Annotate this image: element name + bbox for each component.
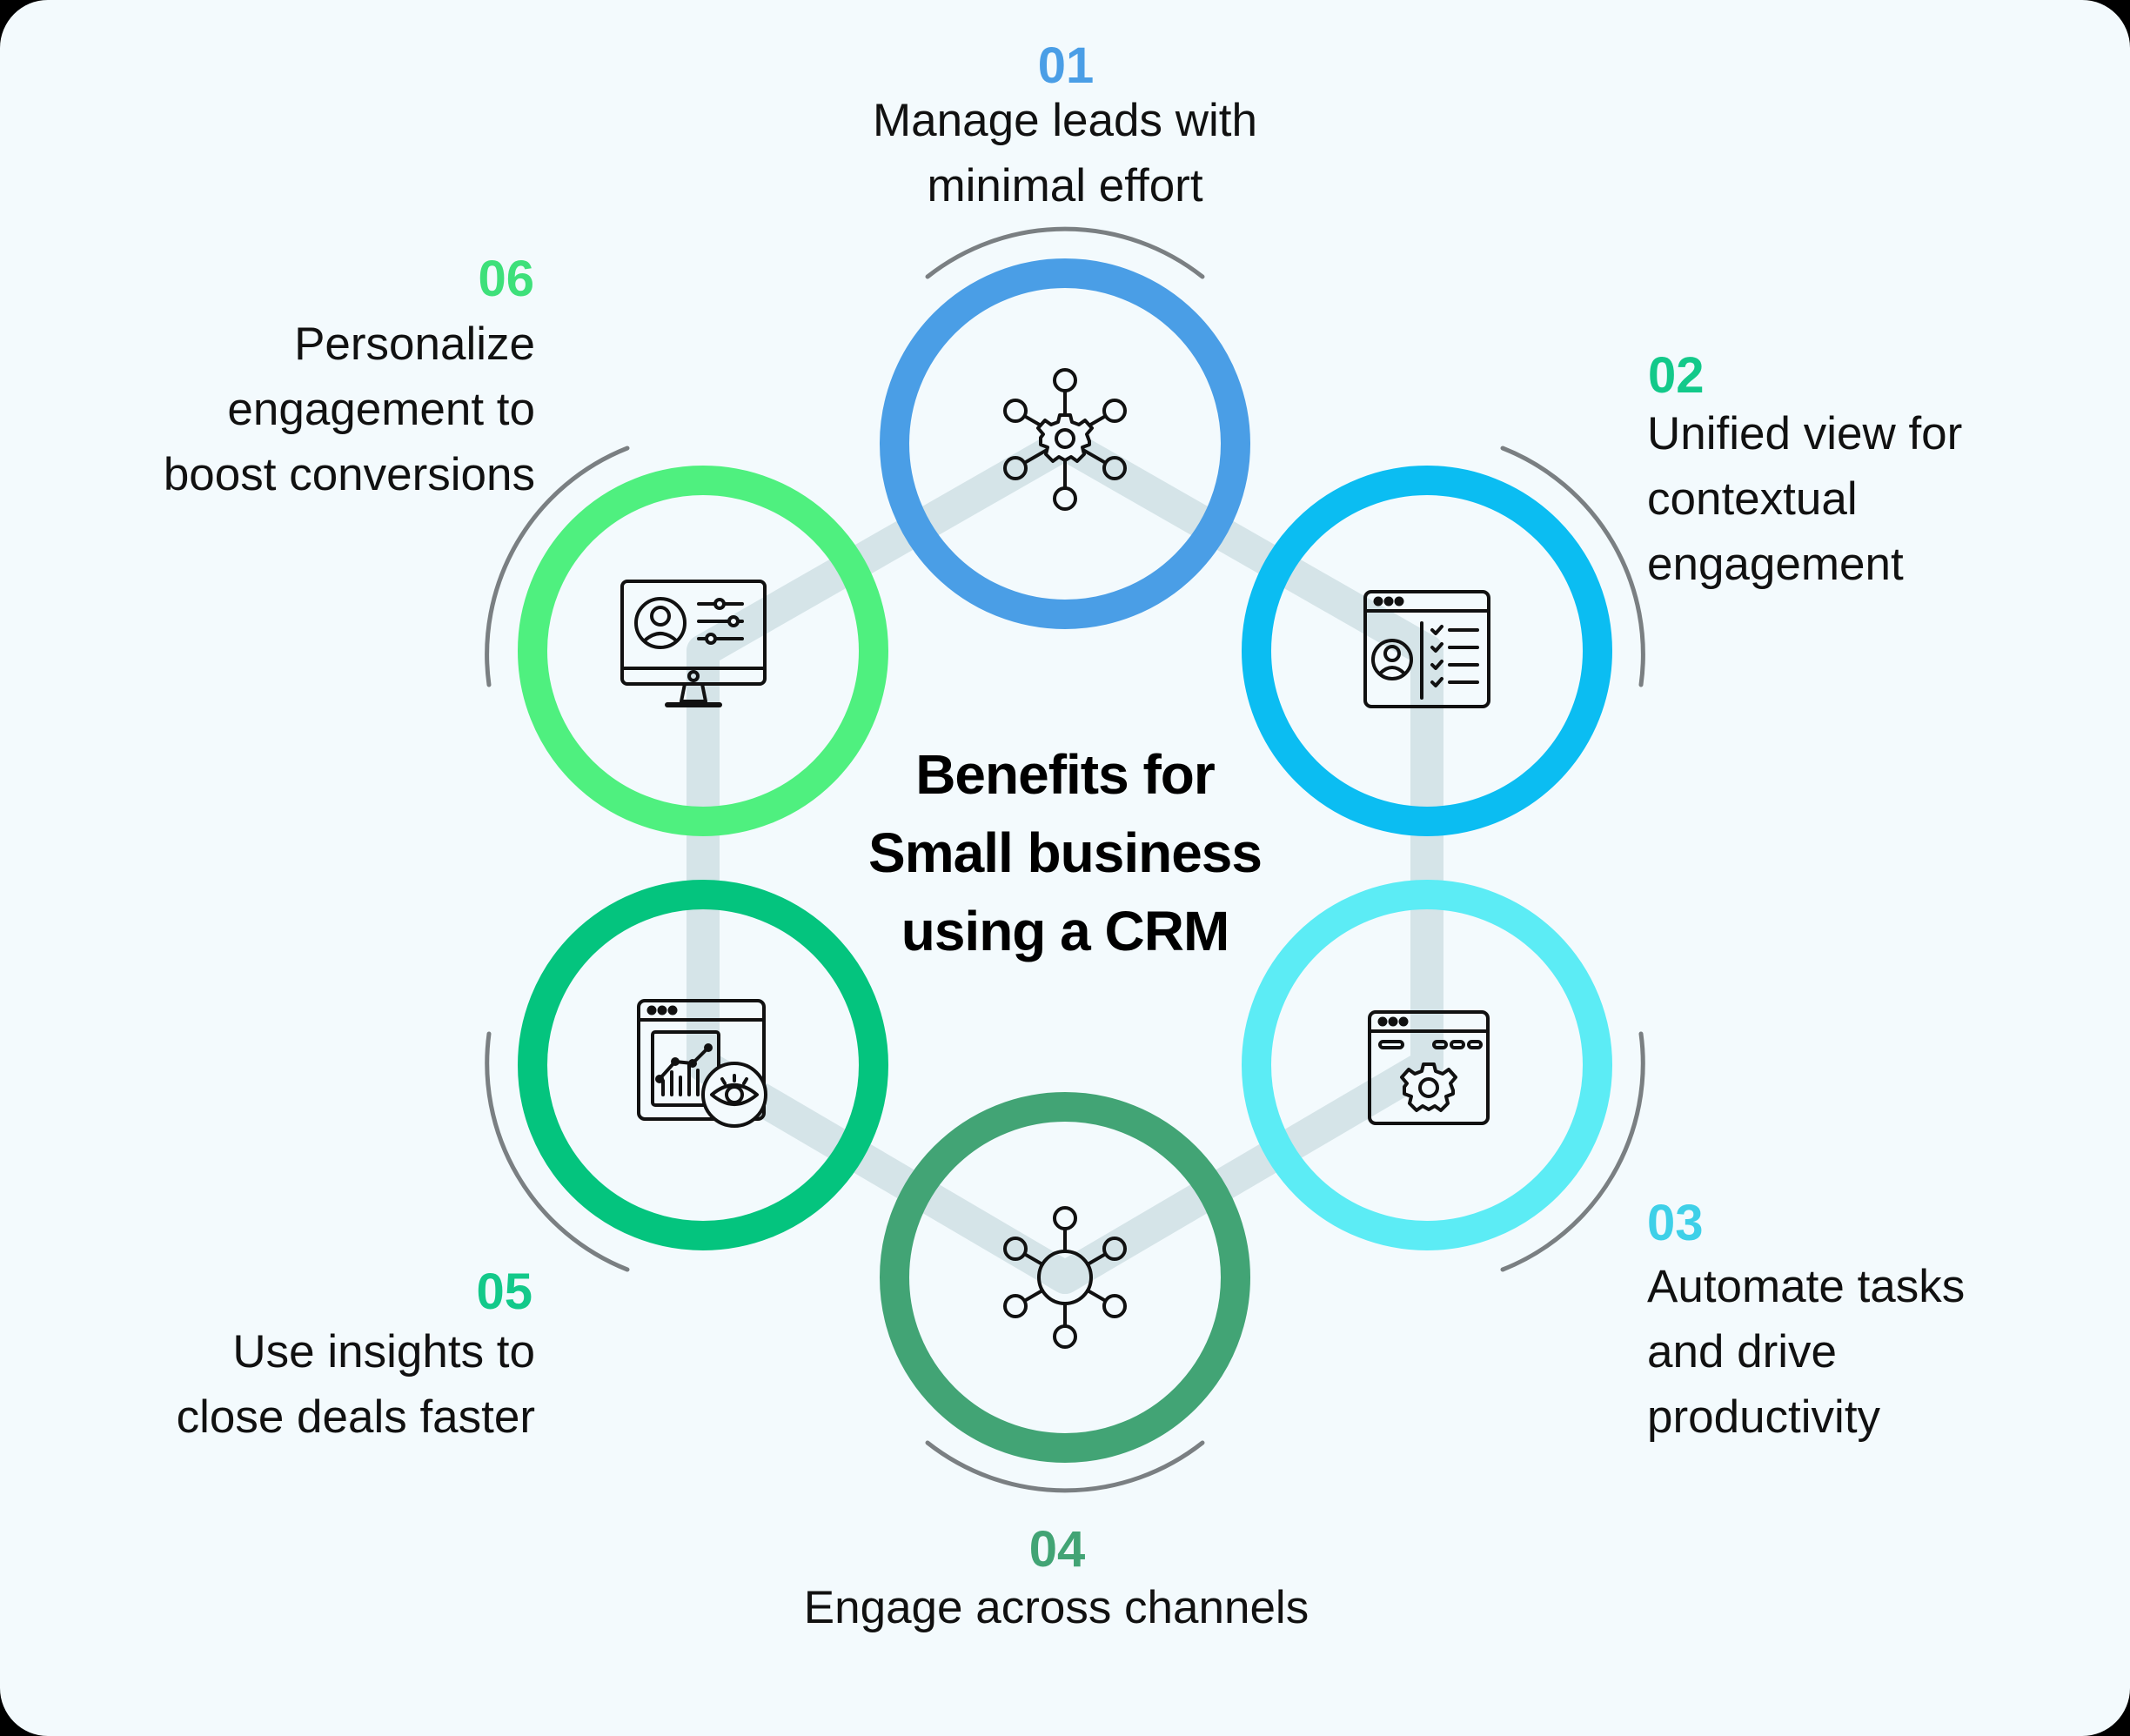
step-number-03: 03 [1647, 1195, 1704, 1251]
step-number-01: 01 [1037, 37, 1095, 94]
step-label-05: Use insights to close deals faster [52, 1319, 535, 1450]
ring-01 [880, 258, 1250, 629]
monitor-user-settings-icon [620, 580, 767, 707]
step-number-02: 02 [1648, 347, 1705, 404]
step-label-03-line-1: Automate tasks [1647, 1261, 1966, 1312]
step-label-03-line-2: and drive [1647, 1326, 1838, 1377]
center-title: Benefits for Small business using a CRM [804, 735, 1326, 970]
step-label-06-line-2: engagement to [227, 384, 535, 435]
step-label-02-line-1: Unified view for [1647, 408, 1963, 459]
step-label-04: Engage across channels [717, 1575, 1396, 1640]
rings [518, 258, 1612, 1463]
network-gear-icon [1003, 368, 1127, 511]
ring-06 [518, 466, 888, 836]
step-label-01: Manage leads with minimal effort [804, 88, 1326, 218]
ring-02 [1242, 466, 1612, 836]
arc-05 [485, 1031, 630, 1272]
center-title-line-3: using a CRM [901, 900, 1230, 962]
browser-settings-icon [1368, 1010, 1490, 1125]
arc-04 [925, 1440, 1205, 1493]
arc-01 [925, 226, 1205, 279]
step-label-01-line-1: Manage leads with [873, 95, 1257, 146]
ring-03 [1242, 880, 1612, 1250]
center-title-line-2: Small business [868, 821, 1263, 884]
ring-05 [518, 880, 888, 1250]
connector-03-04 [1048, 1049, 1443, 1294]
outer-arcs [485, 226, 1645, 1493]
step-number-05: 05 [476, 1263, 532, 1320]
step-label-02: Unified view for contextual engagement [1647, 401, 2082, 597]
step-label-01-line-2: minimal effort [927, 160, 1203, 211]
step-label-02-line-3: engagement [1647, 539, 1904, 590]
step-label-02-line-2: contextual [1647, 473, 1858, 525]
step-number-04: 04 [1028, 1521, 1086, 1578]
ring-04 [880, 1092, 1250, 1463]
arc-02 [1500, 446, 1645, 687]
step-label-05-line-1: Use insights to [232, 1326, 535, 1377]
analytics-insight-icon [637, 999, 767, 1128]
step-label-06-line-3: boost conversions [163, 449, 535, 500]
step-number-06: 06 [478, 251, 534, 307]
step-label-06-line-1: Personalize [294, 318, 535, 370]
contact-profile-window-icon [1363, 590, 1490, 708]
arc-06 [485, 446, 630, 687]
step-label-03: Automate tasks and drive productivity [1647, 1254, 2082, 1450]
arc-03 [1500, 1031, 1645, 1272]
step-label-05-line-2: close deals faster [176, 1391, 535, 1443]
center-title-line-1: Benefits for [915, 743, 1216, 806]
step-label-04-line-1: Engage across channels [803, 1582, 1309, 1633]
step-label-06: Personalize engagement to boost conversi… [52, 312, 535, 507]
network-hub-icon [1003, 1206, 1127, 1349]
step-label-03-line-3: productivity [1647, 1391, 1881, 1443]
